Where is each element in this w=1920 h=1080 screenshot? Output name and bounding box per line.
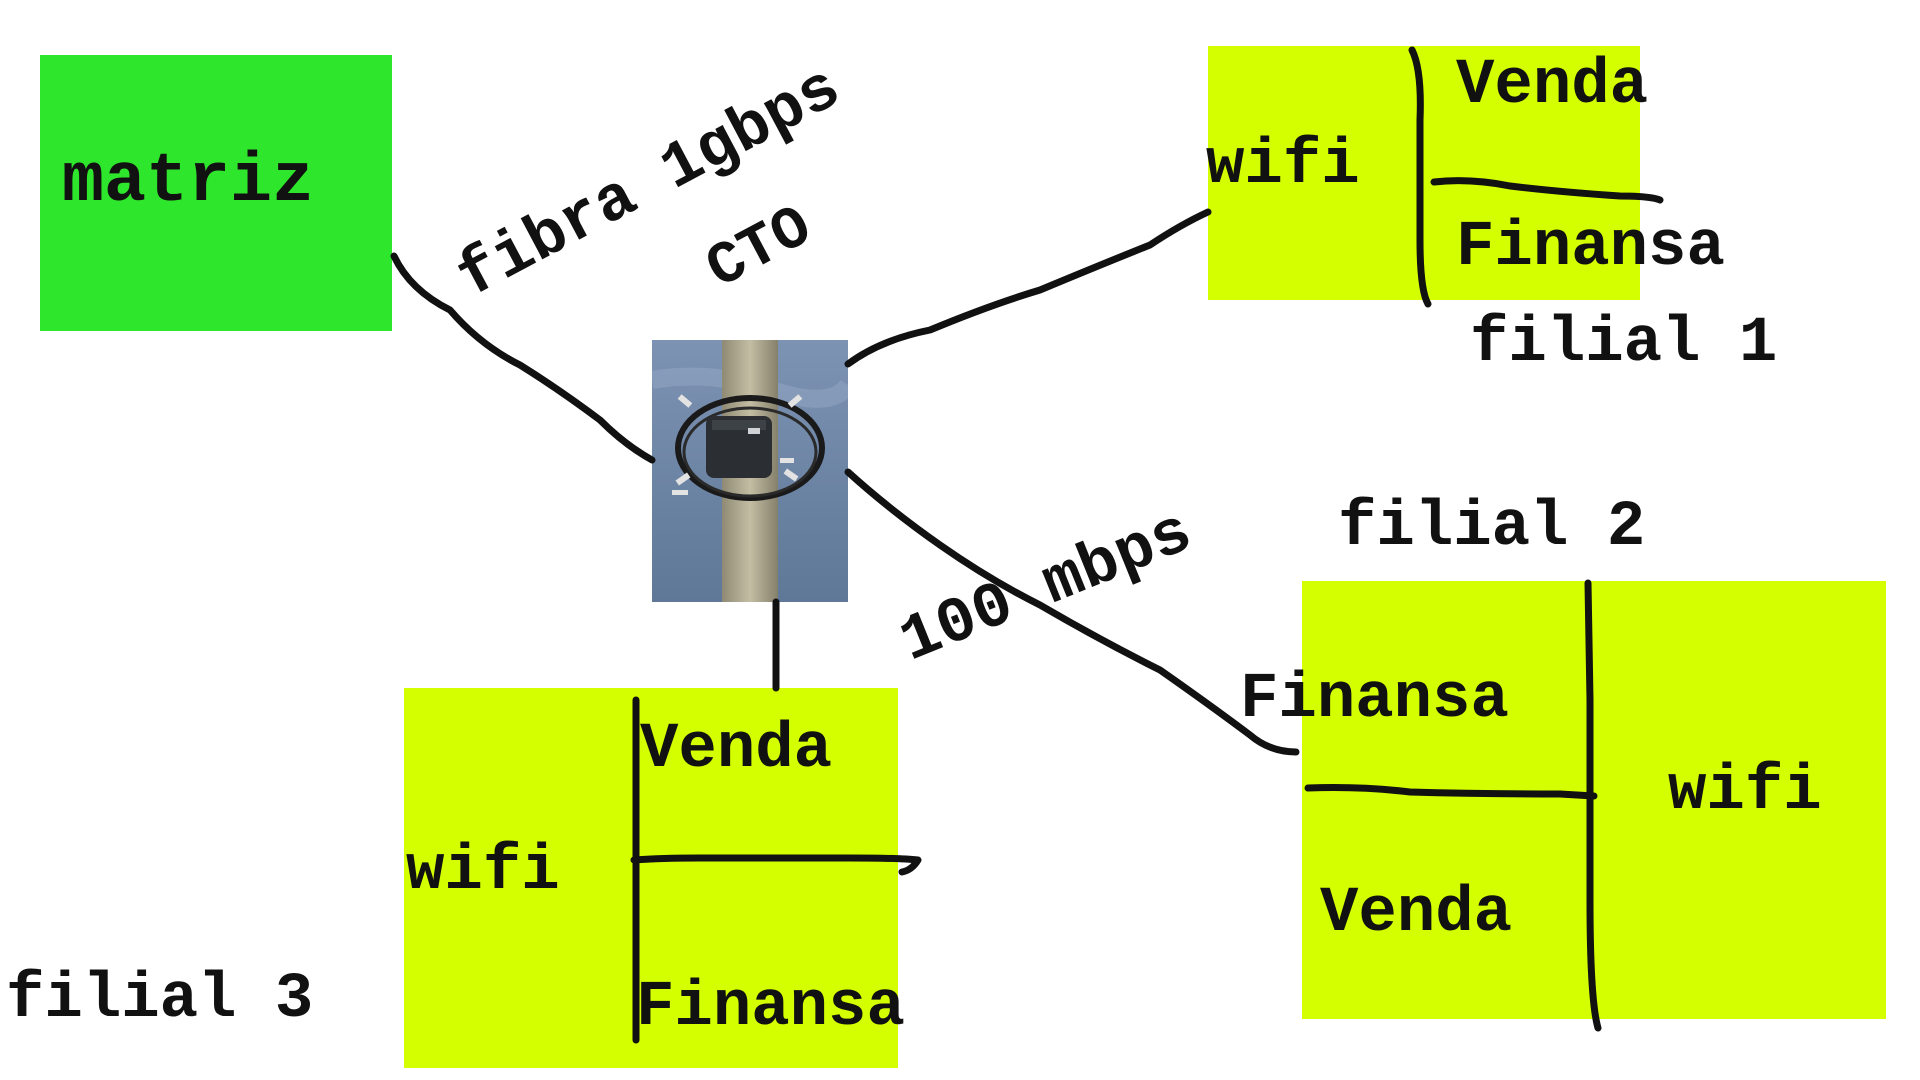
cto-filial2-line (844, 468, 1300, 756)
filial2-horizontal-divider (1304, 784, 1598, 800)
filial3-wifi-label: wifi (406, 836, 560, 908)
matriz-label: matriz (62, 143, 315, 222)
cto-filial1-line (844, 208, 1212, 368)
filial1-box (1208, 46, 1640, 300)
cto-pole-image (652, 340, 848, 602)
filial1-horizontal-divider (1430, 177, 1664, 204)
filial3-box (404, 688, 898, 1068)
matriz-box (40, 55, 392, 331)
filial2-venda-label: Venda (1320, 878, 1513, 950)
filial2-vertical-divider (1584, 579, 1602, 1032)
filial1-vertical-divider (1408, 46, 1432, 308)
filial2-title: filial 2 (1338, 492, 1646, 564)
filial2-finansa-label: Finansa (1240, 664, 1509, 736)
filial3-horizontal-divider (630, 854, 922, 876)
filial3-venda-label: Venda (640, 714, 833, 786)
matriz-cto-line (390, 252, 656, 464)
filial1-title: filial 1 (1470, 308, 1778, 380)
filial1-wifi-label: wifi (1206, 130, 1360, 202)
filial1-venda-label: Venda (1456, 50, 1649, 122)
filial3-finansa-label: Finansa (636, 972, 905, 1044)
filial2-wifi-label: wifi (1668, 756, 1822, 828)
filial3-title: filial 3 (6, 964, 314, 1036)
filial1-finansa-label: Finansa (1456, 212, 1725, 284)
